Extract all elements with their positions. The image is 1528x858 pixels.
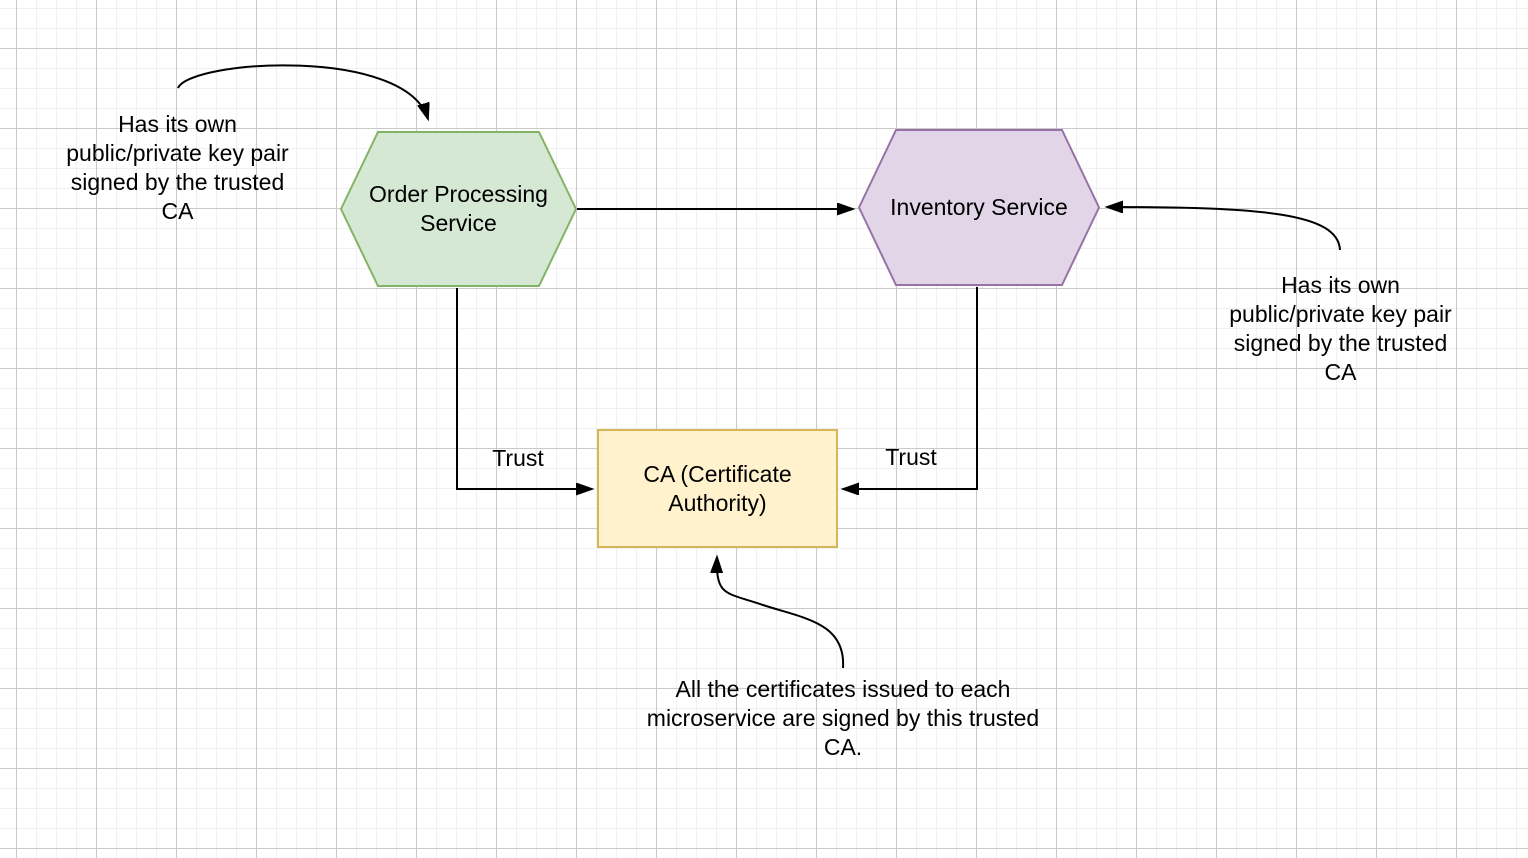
annotation-ca-note[interactable]: All the certificates issued to each micr…	[646, 676, 1040, 760]
node-inventory-service[interactable]: Inventory Service	[858, 128, 1100, 287]
node-certificate-authority[interactable]: CA (Certificate Authority)	[597, 429, 838, 548]
hexagon-shape	[340, 131, 577, 287]
hexagon-outline	[858, 129, 1100, 286]
hexagon-shape	[858, 129, 1100, 286]
curved-arrow-order-note[interactable]	[177, 64, 428, 119]
rectangle-shape	[597, 429, 838, 548]
node-label-order-processing[interactable]: Order Processing Service	[369, 181, 548, 236]
edge-order-to-ca[interactable]	[456, 288, 592, 489]
annotation-inventory-key-note[interactable]: Has its own public/private key pair sign…	[1229, 272, 1452, 385]
curved-arrow-inventory-note[interactable]	[1107, 207, 1341, 251]
edge-inventory-to-ca[interactable]	[843, 287, 978, 489]
annotation-order-key-note[interactable]: Has its own public/private key pair sign…	[66, 111, 289, 224]
edge-label-trust-right[interactable]: Trust	[885, 444, 937, 470]
node-label-certificate-authority[interactable]: CA (Certificate Authority)	[643, 460, 792, 516]
edge-label-trust-left[interactable]: Trust	[492, 445, 544, 471]
rectangle-outline	[597, 429, 838, 548]
node-order-processing-service[interactable]: Order Processing Service	[340, 130, 577, 288]
node-label-inventory-service[interactable]: Inventory Service	[890, 194, 1068, 221]
curved-arrow-ca-note[interactable]	[717, 557, 845, 669]
hexagon-outline	[340, 131, 577, 287]
